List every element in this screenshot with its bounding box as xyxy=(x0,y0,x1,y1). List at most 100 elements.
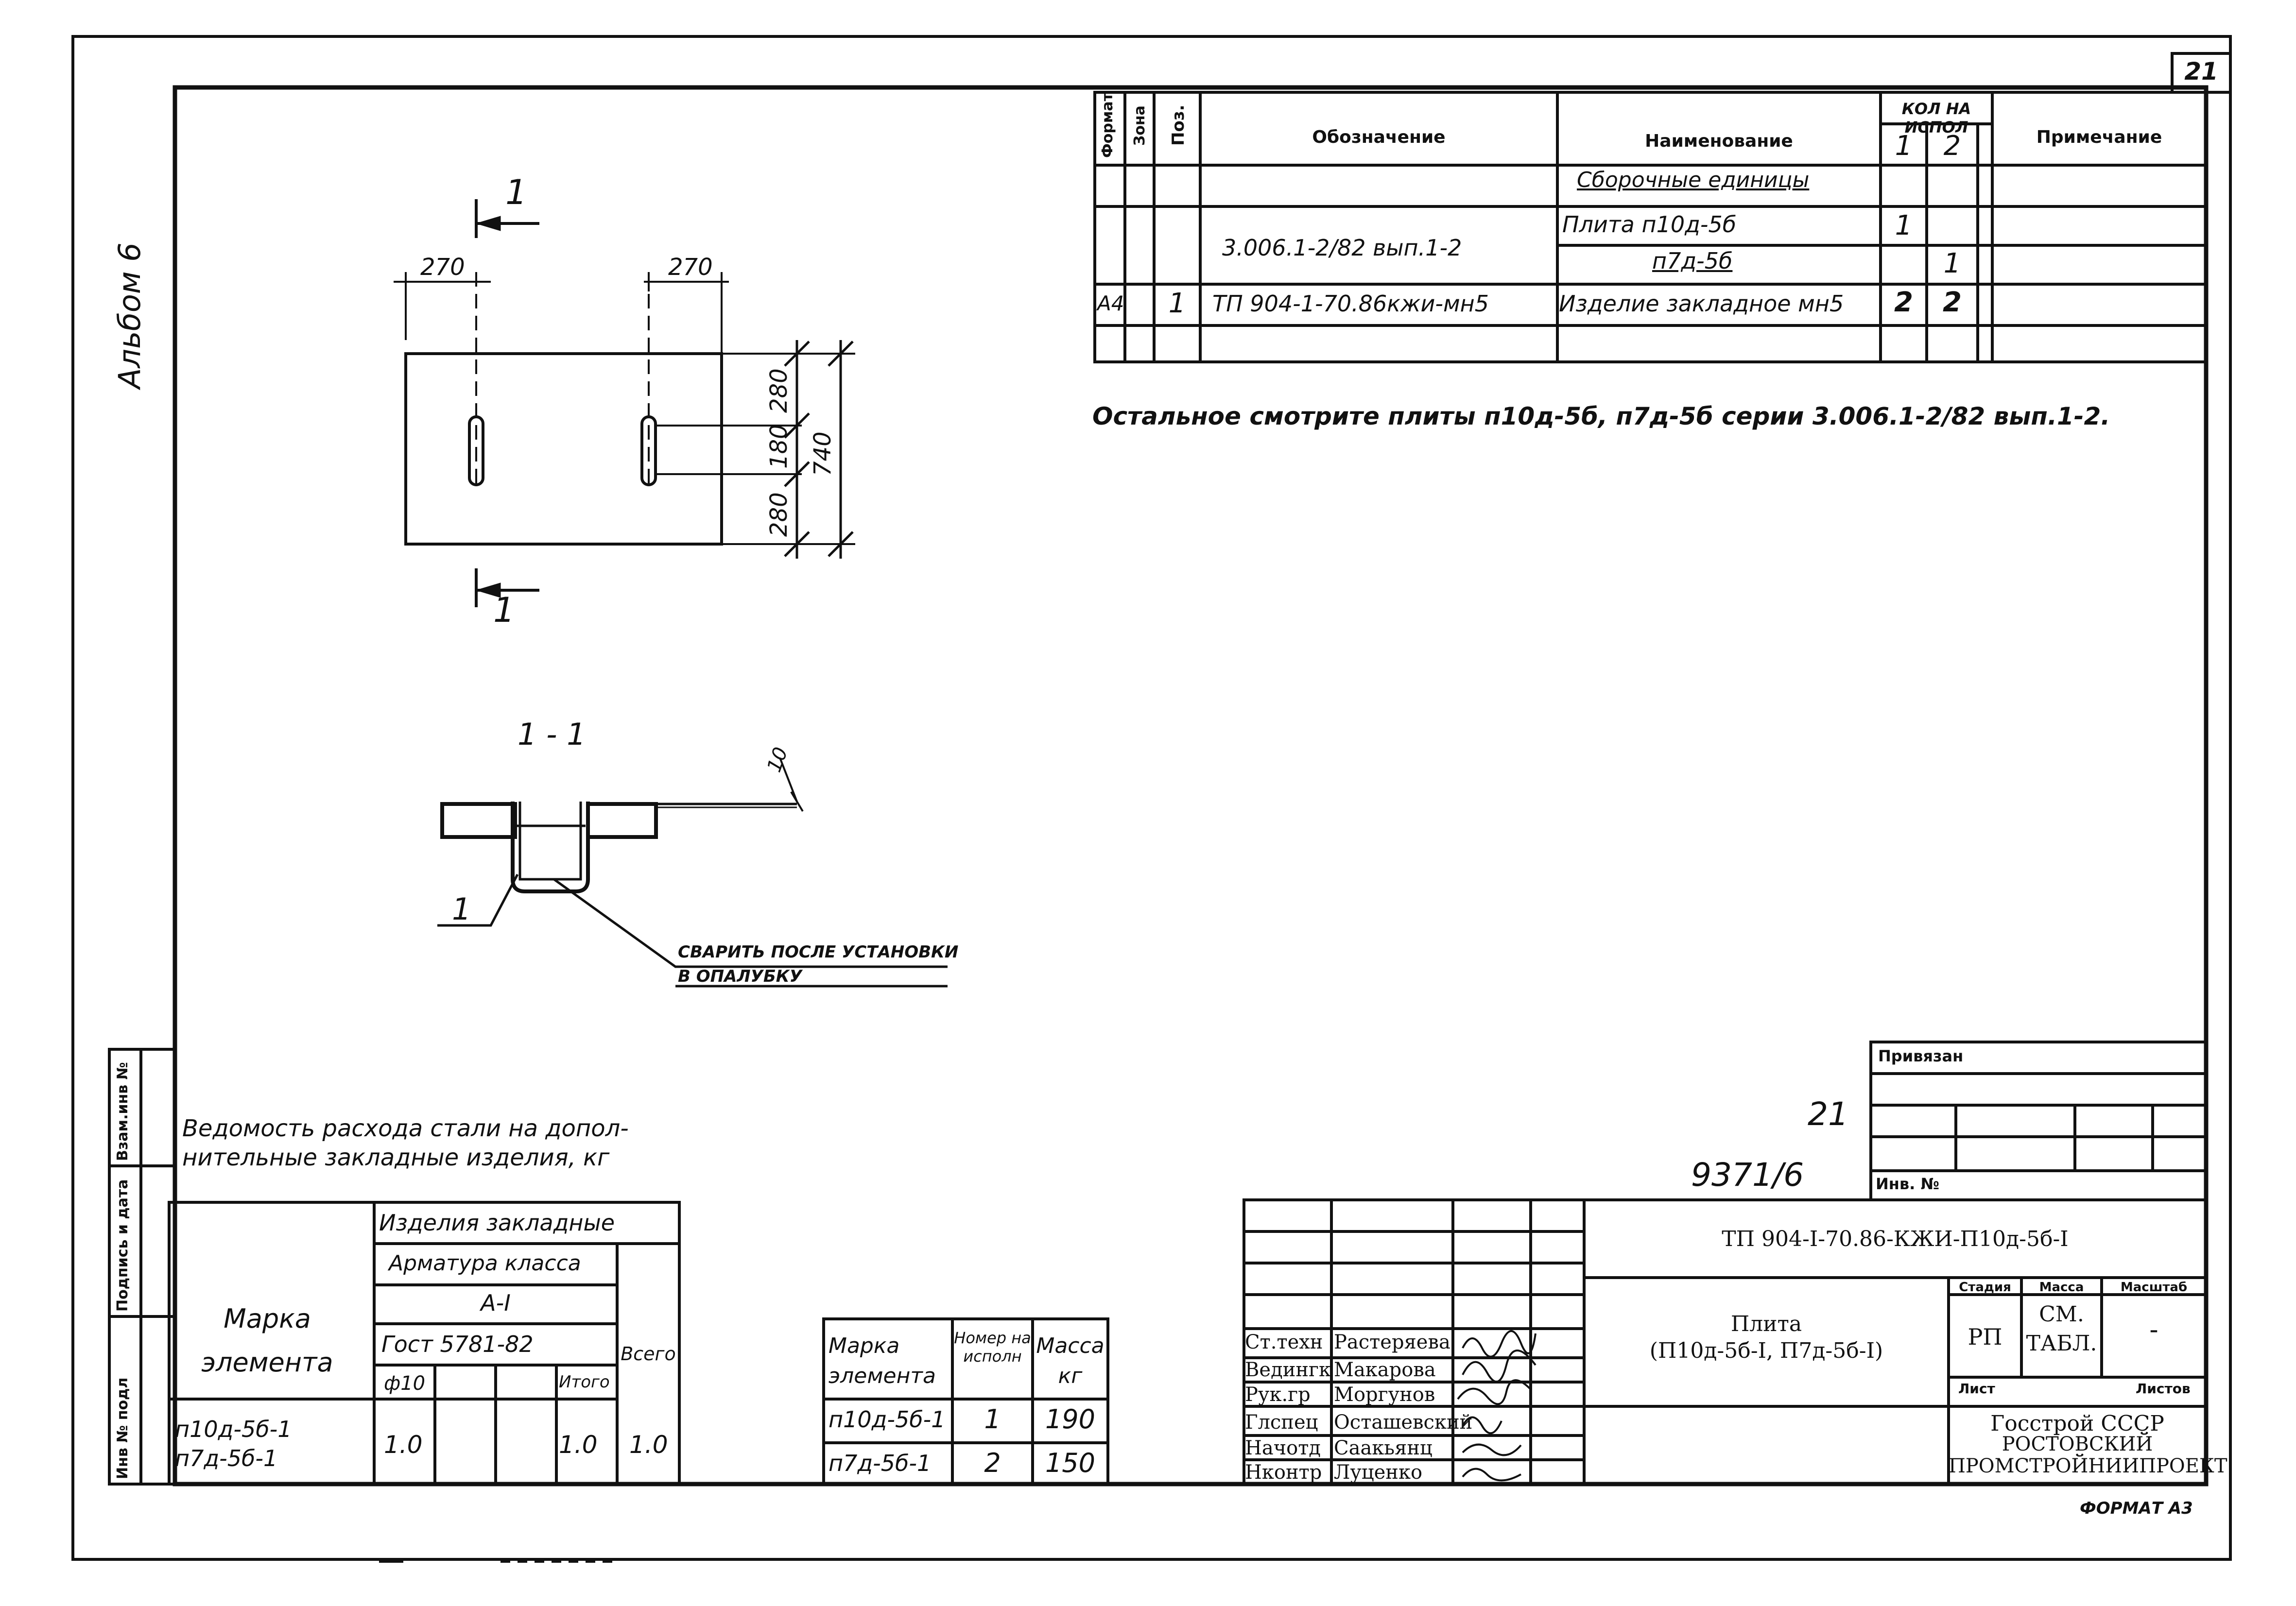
binding-hand-id: 9371/6 xyxy=(1691,1156,1804,1194)
steel-armature: Арматура класса xyxy=(389,1251,581,1276)
person-role-2: Ведингк xyxy=(1245,1359,1331,1381)
sheet-number: 21 xyxy=(2184,57,2218,85)
org-line-2: РОСТОВСКИЙ xyxy=(2002,1433,2153,1455)
dim-280-top: 280 xyxy=(765,368,793,413)
steel-table-lines xyxy=(168,1201,681,1486)
spec-header-qty2: 2 xyxy=(1943,130,1961,162)
spec-header-pos: Поз. xyxy=(1169,104,1188,146)
mass-table-lines xyxy=(822,1317,1109,1486)
mass-h-mark: Марка элемента xyxy=(829,1333,936,1388)
org-line-3: ПРОМСТРОЙНИИПРОЕКТ xyxy=(1949,1455,2227,1477)
stage-value: РП xyxy=(1968,1324,2003,1350)
steel-phi: ф10 xyxy=(384,1372,426,1395)
person-name-4: Осташевский xyxy=(1334,1411,1473,1434)
spec-row3-pos: 1 xyxy=(1168,288,1186,319)
format-label: ФОРМАТ А3 xyxy=(2080,1499,2193,1518)
steel-title-2: нительные закладные изделия, кг xyxy=(182,1144,610,1171)
spec-row1-q1: 1 xyxy=(1895,210,1913,241)
dim-180: 180 xyxy=(765,424,793,469)
binding-hand-21: 21 xyxy=(1808,1095,1848,1133)
drawing-name-2: (П10д-5б-I, П7д-5б-I) xyxy=(1649,1338,1883,1363)
spec-header-designation: Обозначение xyxy=(1312,127,1446,147)
steel-class: А-I xyxy=(481,1290,511,1316)
outer-frame xyxy=(71,35,2232,1561)
mass-row1-mark: п10д-5б-1 xyxy=(829,1406,946,1433)
dim-270-left: 270 xyxy=(420,254,465,281)
mass-row2-num: 2 xyxy=(984,1448,1001,1478)
drawing-code: ТП 904-I-70.86-КЖИ-П10д-5б-I xyxy=(1722,1227,2069,1251)
steel-row1-phi: 1.0 xyxy=(384,1431,423,1459)
drawing-name-1: Плита xyxy=(1730,1312,1802,1336)
inv-no-label: Инв. № xyxy=(1876,1175,1939,1193)
callout-1: 1 xyxy=(452,891,471,927)
mass-row1-mass: 190 xyxy=(1045,1404,1096,1435)
spec-row3-name: Изделие закладное мн5 xyxy=(1559,290,1844,317)
signatures xyxy=(1457,1330,1536,1482)
section-title: 1 - 1 xyxy=(518,717,586,752)
scale-header: Масштаб xyxy=(2120,1280,2188,1295)
person-role-4: Глспец xyxy=(1245,1411,1318,1434)
spec-row3-format: А4 xyxy=(1097,291,1124,315)
privyazan-label: Привязан xyxy=(1878,1047,1964,1065)
person-role-3: Рук.гр xyxy=(1245,1384,1311,1406)
spec-header-qty: КОЛ НА ИСПОЛ xyxy=(1901,100,1971,137)
scale-value: - xyxy=(2149,1314,2158,1345)
mass-h-num: Номер на исполн xyxy=(954,1329,1031,1366)
stamp-podpis: Подпись и дата xyxy=(114,1179,131,1312)
steel-row1-mark: п10д-5б-1 xyxy=(175,1416,292,1442)
section-mark-bottom: 1 xyxy=(493,590,515,630)
spec-table-lines xyxy=(1093,91,2208,363)
sheet-header: Лист xyxy=(1958,1381,1995,1397)
album-label: Альбом 6 xyxy=(112,242,147,389)
mass-header: Масса xyxy=(2039,1280,2084,1295)
steel-itogo: Итого xyxy=(559,1372,610,1392)
spec-header-zone: Зона xyxy=(1131,105,1148,146)
general-note: Остальное смотрите плиты п10д-5б, п7д-5б… xyxy=(1092,402,2110,430)
spec-row2-name: п7д-5б xyxy=(1652,248,1733,274)
spec-row1-name: Плита п10д-5б xyxy=(1562,211,1737,238)
section-mark-top: 1 xyxy=(505,172,527,212)
spec-header-note: Примечание xyxy=(2036,127,2162,147)
person-name-3: Моргунов xyxy=(1334,1384,1435,1406)
anchor-loop xyxy=(511,802,590,893)
steel-row2-mark: п7д-5б-1 xyxy=(175,1445,278,1471)
plate-plan xyxy=(404,352,723,546)
person-role-5: Начотд xyxy=(1245,1437,1321,1459)
mass-row1-num: 1 xyxy=(984,1404,1001,1435)
spec-header-qty1: 1 xyxy=(1895,130,1913,162)
person-name-1: Растеряева xyxy=(1334,1331,1450,1353)
steel-group-header: Изделия закладные xyxy=(379,1210,615,1236)
stamp-vzam: Взам.инв № xyxy=(114,1062,131,1161)
org-line-1: Госстрой СССР xyxy=(1990,1411,2164,1436)
steel-vsego: Всего xyxy=(621,1343,676,1365)
person-name-2: Макарова xyxy=(1334,1359,1436,1381)
mass-value-1: СМ. xyxy=(2039,1302,2084,1327)
weld-note-1: СВАРИТЬ ПОСЛЕ УСТАНОВКИ xyxy=(678,942,959,962)
dim-740: 740 xyxy=(809,431,836,476)
spec-row3-designation: ТП 904-1-70.86кжи-мн5 xyxy=(1212,290,1489,317)
steel-row1-itogo: 1.0 xyxy=(559,1431,598,1459)
stamp-inv: Инв № подл xyxy=(114,1377,131,1479)
spec-header-name: Наименование xyxy=(1645,131,1793,151)
mass-row2-mass: 150 xyxy=(1045,1448,1096,1478)
sheets-header: Листов xyxy=(2136,1381,2191,1397)
spec-header-format: Формат xyxy=(1099,93,1116,158)
weld-note-2: В ОПАЛУБКУ xyxy=(678,967,802,986)
stage-header: Стадия xyxy=(1959,1280,2011,1295)
spec-row3-q1: 2 xyxy=(1894,287,1913,318)
steel-mark-header: Марка элемента xyxy=(201,1303,333,1378)
person-role-1: Ст.техн xyxy=(1245,1331,1323,1353)
spec-row1-designation: 3.006.1-2/82 вып.1-2 xyxy=(1222,235,1462,261)
mass-row2-mark: п7д-5б-1 xyxy=(829,1450,932,1476)
steel-row1-vsego: 1.0 xyxy=(629,1431,668,1459)
mass-value-2: ТАБЛ. xyxy=(2026,1331,2097,1356)
person-name-5: Саакьянц xyxy=(1334,1437,1433,1459)
spec-section-title: Сборочные единицы xyxy=(1577,168,1810,192)
spec-row3-q2: 2 xyxy=(1943,287,1962,318)
mass-h-mass: Масса кг xyxy=(1036,1333,1105,1388)
spec-row2-q2: 1 xyxy=(1943,248,1961,279)
steel-gost: Гост 5781-82 xyxy=(381,1331,534,1357)
dim-270-right: 270 xyxy=(668,254,713,281)
sheet-number-box xyxy=(2171,52,2232,94)
